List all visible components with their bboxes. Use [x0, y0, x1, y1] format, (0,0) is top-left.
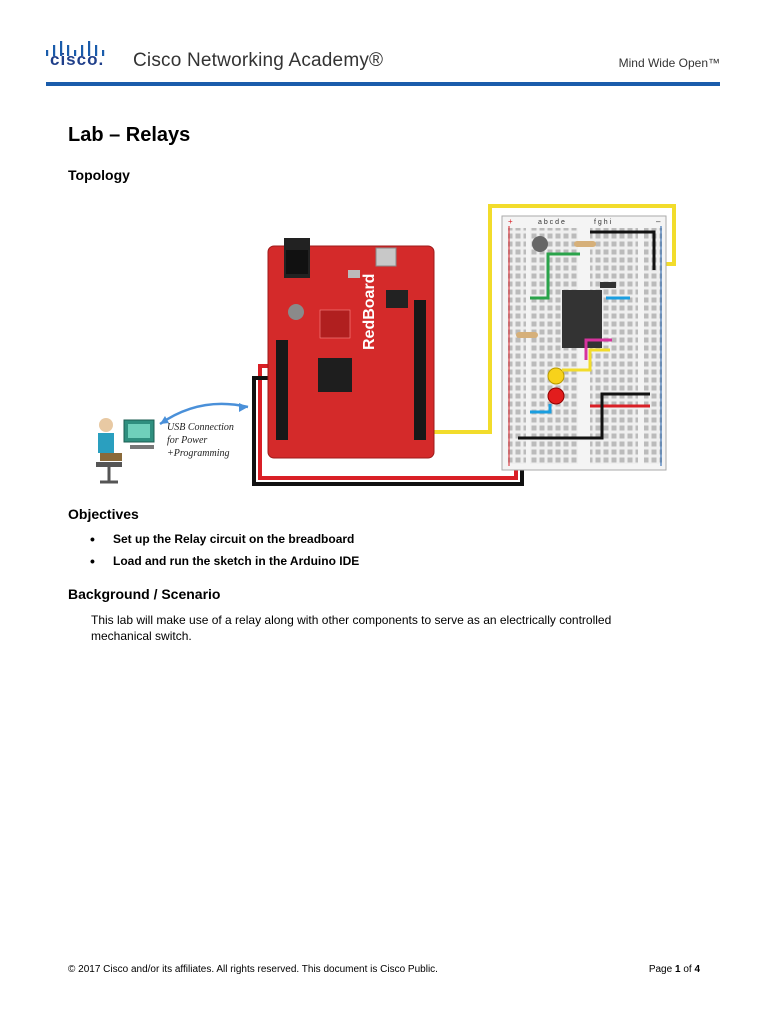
resistor-2 [516, 332, 538, 338]
usb-label-line3: +Programming [167, 448, 230, 459]
relay-component [562, 290, 602, 348]
cisco-wordmark: cisco. [50, 50, 105, 69]
led-red [547, 387, 565, 405]
background-text: This lab will make use of a relay along … [91, 613, 612, 643]
objectives-list: Set up the Relay circuit on the breadboa… [90, 530, 359, 574]
academy-name: Cisco Networking Academy® [133, 50, 384, 71]
page-current: 1 [674, 964, 681, 975]
breadboard-columns-right: f g h i [594, 219, 612, 226]
wire-red [258, 364, 518, 480]
led-yellow [547, 367, 565, 385]
header-divider [46, 82, 720, 86]
breadboard: + – a b c d e f g h i [501, 215, 667, 471]
topology-heading: Topology [68, 167, 130, 183]
tagline: Mind Wide Open™ [618, 56, 720, 70]
svg-text:+: + [508, 217, 513, 226]
wire-yellow [426, 204, 676, 434]
usb-label-line1: USB Connection [167, 422, 234, 433]
topology-diagram: USB Connection for Power +Programming Re… [96, 204, 676, 486]
page-total: 4 [694, 964, 700, 975]
computer-user-icon [96, 418, 155, 484]
footer-copyright: © 2017 Cisco and/or its affiliates. All … [68, 964, 438, 975]
cisco-bars-logo-icon [46, 41, 105, 56]
objectives-heading: Objectives [68, 506, 139, 522]
page-label: Page [648, 964, 673, 975]
usb-label-line2: for Power [167, 435, 207, 446]
board-label: RedBoard [361, 274, 378, 350]
resistor-1 [574, 241, 596, 247]
wire-black [252, 376, 524, 486]
objective-item: Load and run the sketch in the Arduino I… [90, 552, 359, 574]
background-heading: Background / Scenario [68, 586, 221, 602]
page-header: cisco. Cisco Networking Academy® Mind Wi… [0, 0, 768, 90]
svg-text:–: – [656, 217, 661, 226]
objective-item: Set up the Relay circuit on the breadboa… [90, 530, 359, 552]
page-title: Lab – Relays [68, 124, 191, 146]
diode [600, 282, 616, 288]
transistor [532, 236, 548, 252]
page-of: of [683, 964, 692, 975]
footer-page-number: Page 1 of 4 [649, 964, 700, 975]
usb-arrow-icon [159, 402, 249, 426]
breadboard-columns-left: a b c d e [538, 219, 565, 226]
redboard-arduino: RedBoard [267, 238, 435, 459]
